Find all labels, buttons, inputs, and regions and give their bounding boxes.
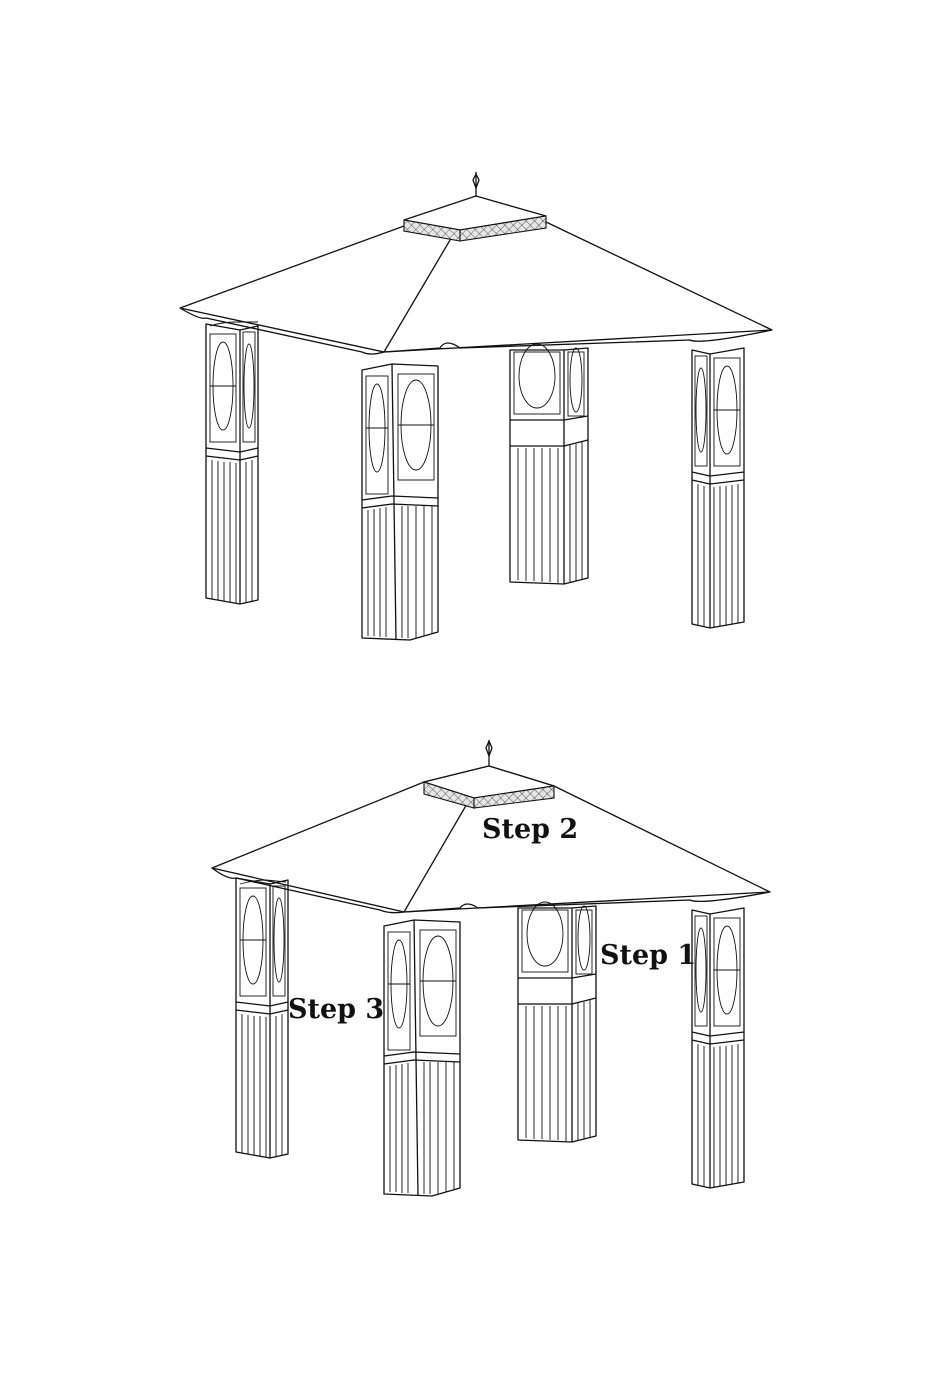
step-1-label: Step 1 [600,942,696,969]
finial-top [473,172,479,196]
finial-bottom [486,740,492,766]
step-3-label: Step 3 [288,996,384,1023]
gazebo-top-drawing [180,172,772,640]
step-2-label: Step 2 [482,816,578,843]
